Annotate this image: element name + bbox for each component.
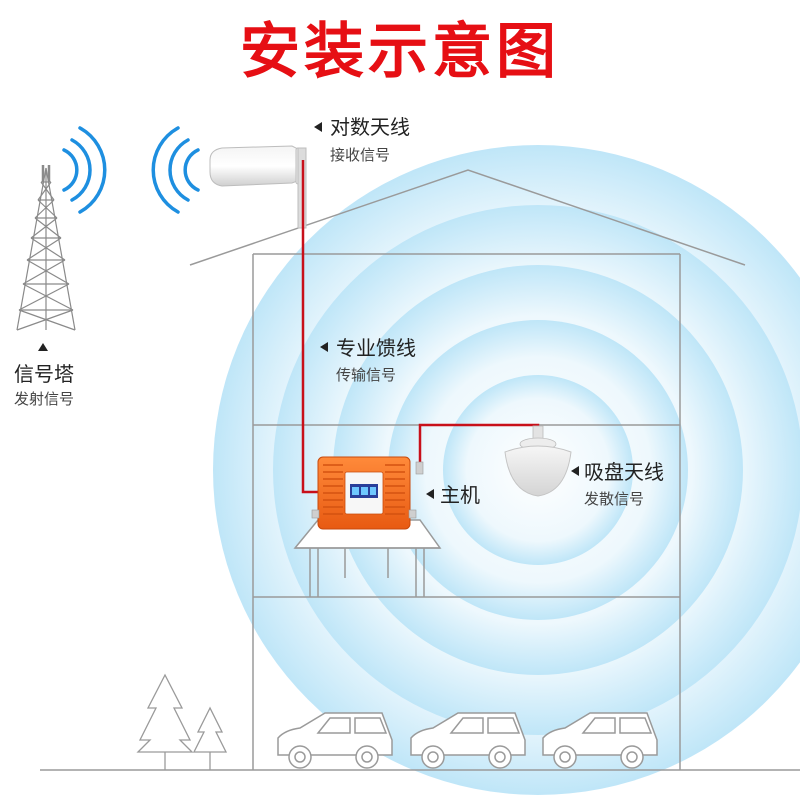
ceiling-antenna-icon xyxy=(504,425,572,497)
car-icon xyxy=(277,712,658,769)
feeder-pointer-icon xyxy=(320,342,328,352)
ceiling-pointer-icon xyxy=(571,466,579,476)
tower-signal-arcs xyxy=(62,126,107,214)
host-pointer-icon xyxy=(426,489,434,499)
label-pointers xyxy=(38,122,579,499)
yagi-pointer-icon xyxy=(314,122,322,132)
page-title: 安装示意图 xyxy=(240,17,560,87)
log-periodic-antenna-icon xyxy=(209,145,307,229)
ceiling-antenna-label: 吸盘天线 xyxy=(584,460,664,484)
signal-waves xyxy=(213,145,800,795)
tower-desc: 发射信号 xyxy=(14,390,75,408)
feeder-label: 专业馈线 xyxy=(336,336,416,360)
yagi-desc: 接收信号 xyxy=(330,146,391,164)
car-1 xyxy=(277,712,393,769)
roof xyxy=(189,169,746,266)
host-label: 主机 xyxy=(440,483,480,507)
yagi-label: 对数天线 xyxy=(330,115,410,139)
feeder-desc: 传输信号 xyxy=(336,366,397,384)
ceiling-antenna-desc: 发散信号 xyxy=(584,490,645,508)
tower-pointer-icon xyxy=(38,343,48,351)
signal-booster-icon xyxy=(311,456,424,530)
tower-label: 信号塔 xyxy=(14,362,74,386)
feeder-cable-main xyxy=(301,160,318,494)
yagi-signal-arcs xyxy=(151,126,200,214)
car-2 xyxy=(410,712,526,769)
signal-tower-icon xyxy=(16,165,76,331)
tree-icon xyxy=(136,673,228,770)
car-3 xyxy=(542,712,658,769)
